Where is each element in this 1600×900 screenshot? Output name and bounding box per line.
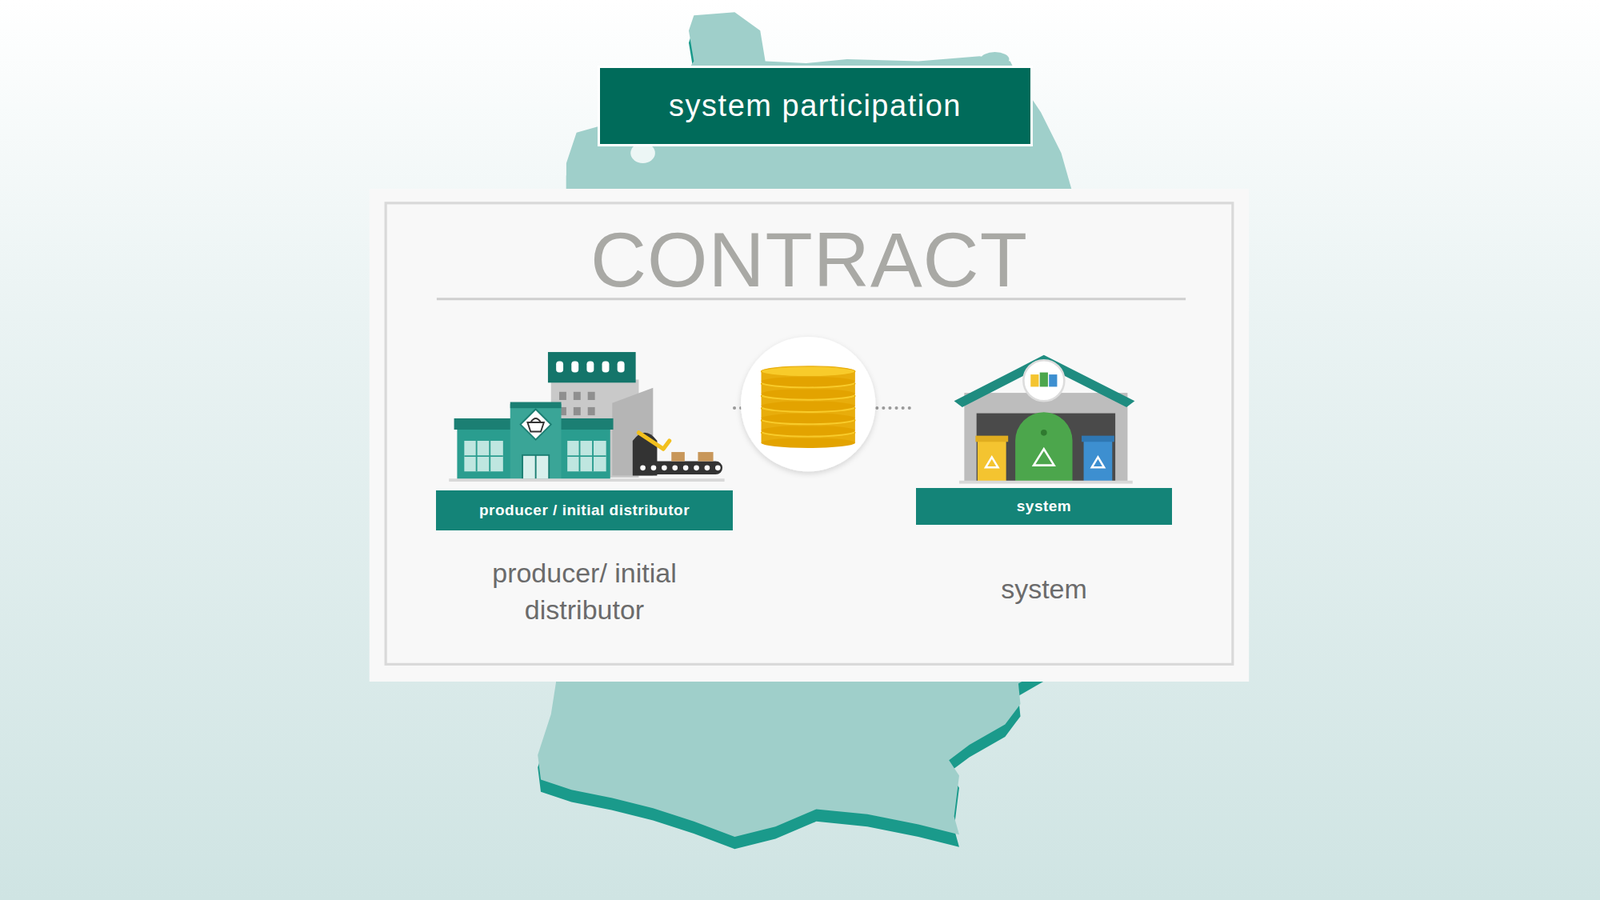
illustration-g (556, 361, 624, 373)
illustration-rect (602, 361, 610, 373)
illustration-rect (588, 392, 596, 400)
illustration-path (1015, 412, 1072, 482)
map-lake (630, 143, 656, 164)
illustration-rect (464, 440, 503, 472)
illustration-line (567, 455, 606, 457)
illustration-circle (640, 465, 646, 472)
illustration-rect (573, 407, 581, 416)
illustration-ellipse (761, 388, 856, 400)
illustration-line (535, 455, 537, 480)
party-column: producer / initial distributor producer/ … (436, 351, 733, 628)
illustration-rect (586, 361, 594, 373)
illustration-path (954, 355, 1136, 408)
title-banner: system participation (600, 68, 1031, 144)
system-warehouse (954, 355, 1136, 484)
illustration-ellipse (761, 413, 856, 424)
illustration-line (464, 455, 503, 457)
illustration-circle (1040, 429, 1048, 436)
producer-buildings (448, 352, 724, 482)
illustration-rect (567, 440, 606, 472)
illustration-rect (571, 361, 579, 373)
illustration-ellipse (761, 425, 856, 436)
illustration-rect (634, 461, 723, 476)
illustration-circle (715, 465, 721, 472)
illustration-circle (651, 465, 657, 472)
illustration-circle (740, 336, 876, 472)
illustration-g (448, 336, 1135, 484)
illustration-rect (522, 455, 549, 480)
illustration-ellipse (761, 366, 856, 377)
illustration-rect (1030, 374, 1039, 387)
illustration-rect (588, 407, 596, 416)
illustration-rect (959, 480, 1133, 484)
contract-heading: CONTRACT (369, 188, 1249, 299)
illustration-path (520, 408, 552, 440)
party-caption: producer/ initial distributor (464, 554, 705, 628)
illustration-rect (448, 478, 724, 482)
illustration-rect (510, 402, 562, 409)
illustration-circle (704, 465, 711, 472)
illustration-rect (556, 361, 564, 373)
illustration-rect (559, 392, 567, 400)
illustration-circle (661, 465, 668, 472)
illustration-path (638, 432, 669, 449)
illustration-rect (1084, 440, 1113, 482)
contract-panel: CONTRACTproducer / initial distributorpr… (369, 188, 1249, 682)
illustration-circle (683, 465, 689, 472)
illustration-rect (975, 436, 1008, 443)
illustration-rect (548, 352, 636, 383)
illustration-g (985, 448, 1104, 468)
illustration-rect (1040, 372, 1048, 388)
party-band: system (916, 488, 1172, 525)
illustration-path (527, 418, 544, 432)
illustration-rect (671, 452, 685, 461)
contract-panel (369, 188, 1249, 682)
illustration-ellipse (761, 437, 856, 448)
illustration-circle (1023, 360, 1064, 401)
illustration-rect (977, 440, 1007, 482)
illustration-rect (964, 392, 1128, 482)
illustration-rect (697, 452, 713, 461)
illustration-ellipse (761, 400, 856, 412)
illustration-ellipse (761, 376, 856, 388)
illustration-g (640, 465, 720, 472)
illustration-circle (672, 465, 678, 472)
illustration-rect (1081, 436, 1115, 443)
illustration-rect (617, 361, 625, 373)
illustration-rect (510, 404, 562, 480)
germany-map (369, 12, 1249, 849)
illustration-path (1033, 448, 1055, 465)
illustration-path (985, 456, 998, 468)
map-island (980, 52, 1010, 67)
party-caption: system (924, 572, 1164, 606)
illustration-circle (693, 465, 700, 472)
illustration-rect (1048, 374, 1057, 387)
illustration-path (1092, 456, 1104, 468)
party-band: producer / initial distributor (436, 490, 733, 531)
party-column: system system (916, 352, 1172, 606)
banner-title: system participation (649, 88, 981, 124)
illustration-rect (573, 392, 581, 400)
coins-icon (740, 336, 876, 472)
